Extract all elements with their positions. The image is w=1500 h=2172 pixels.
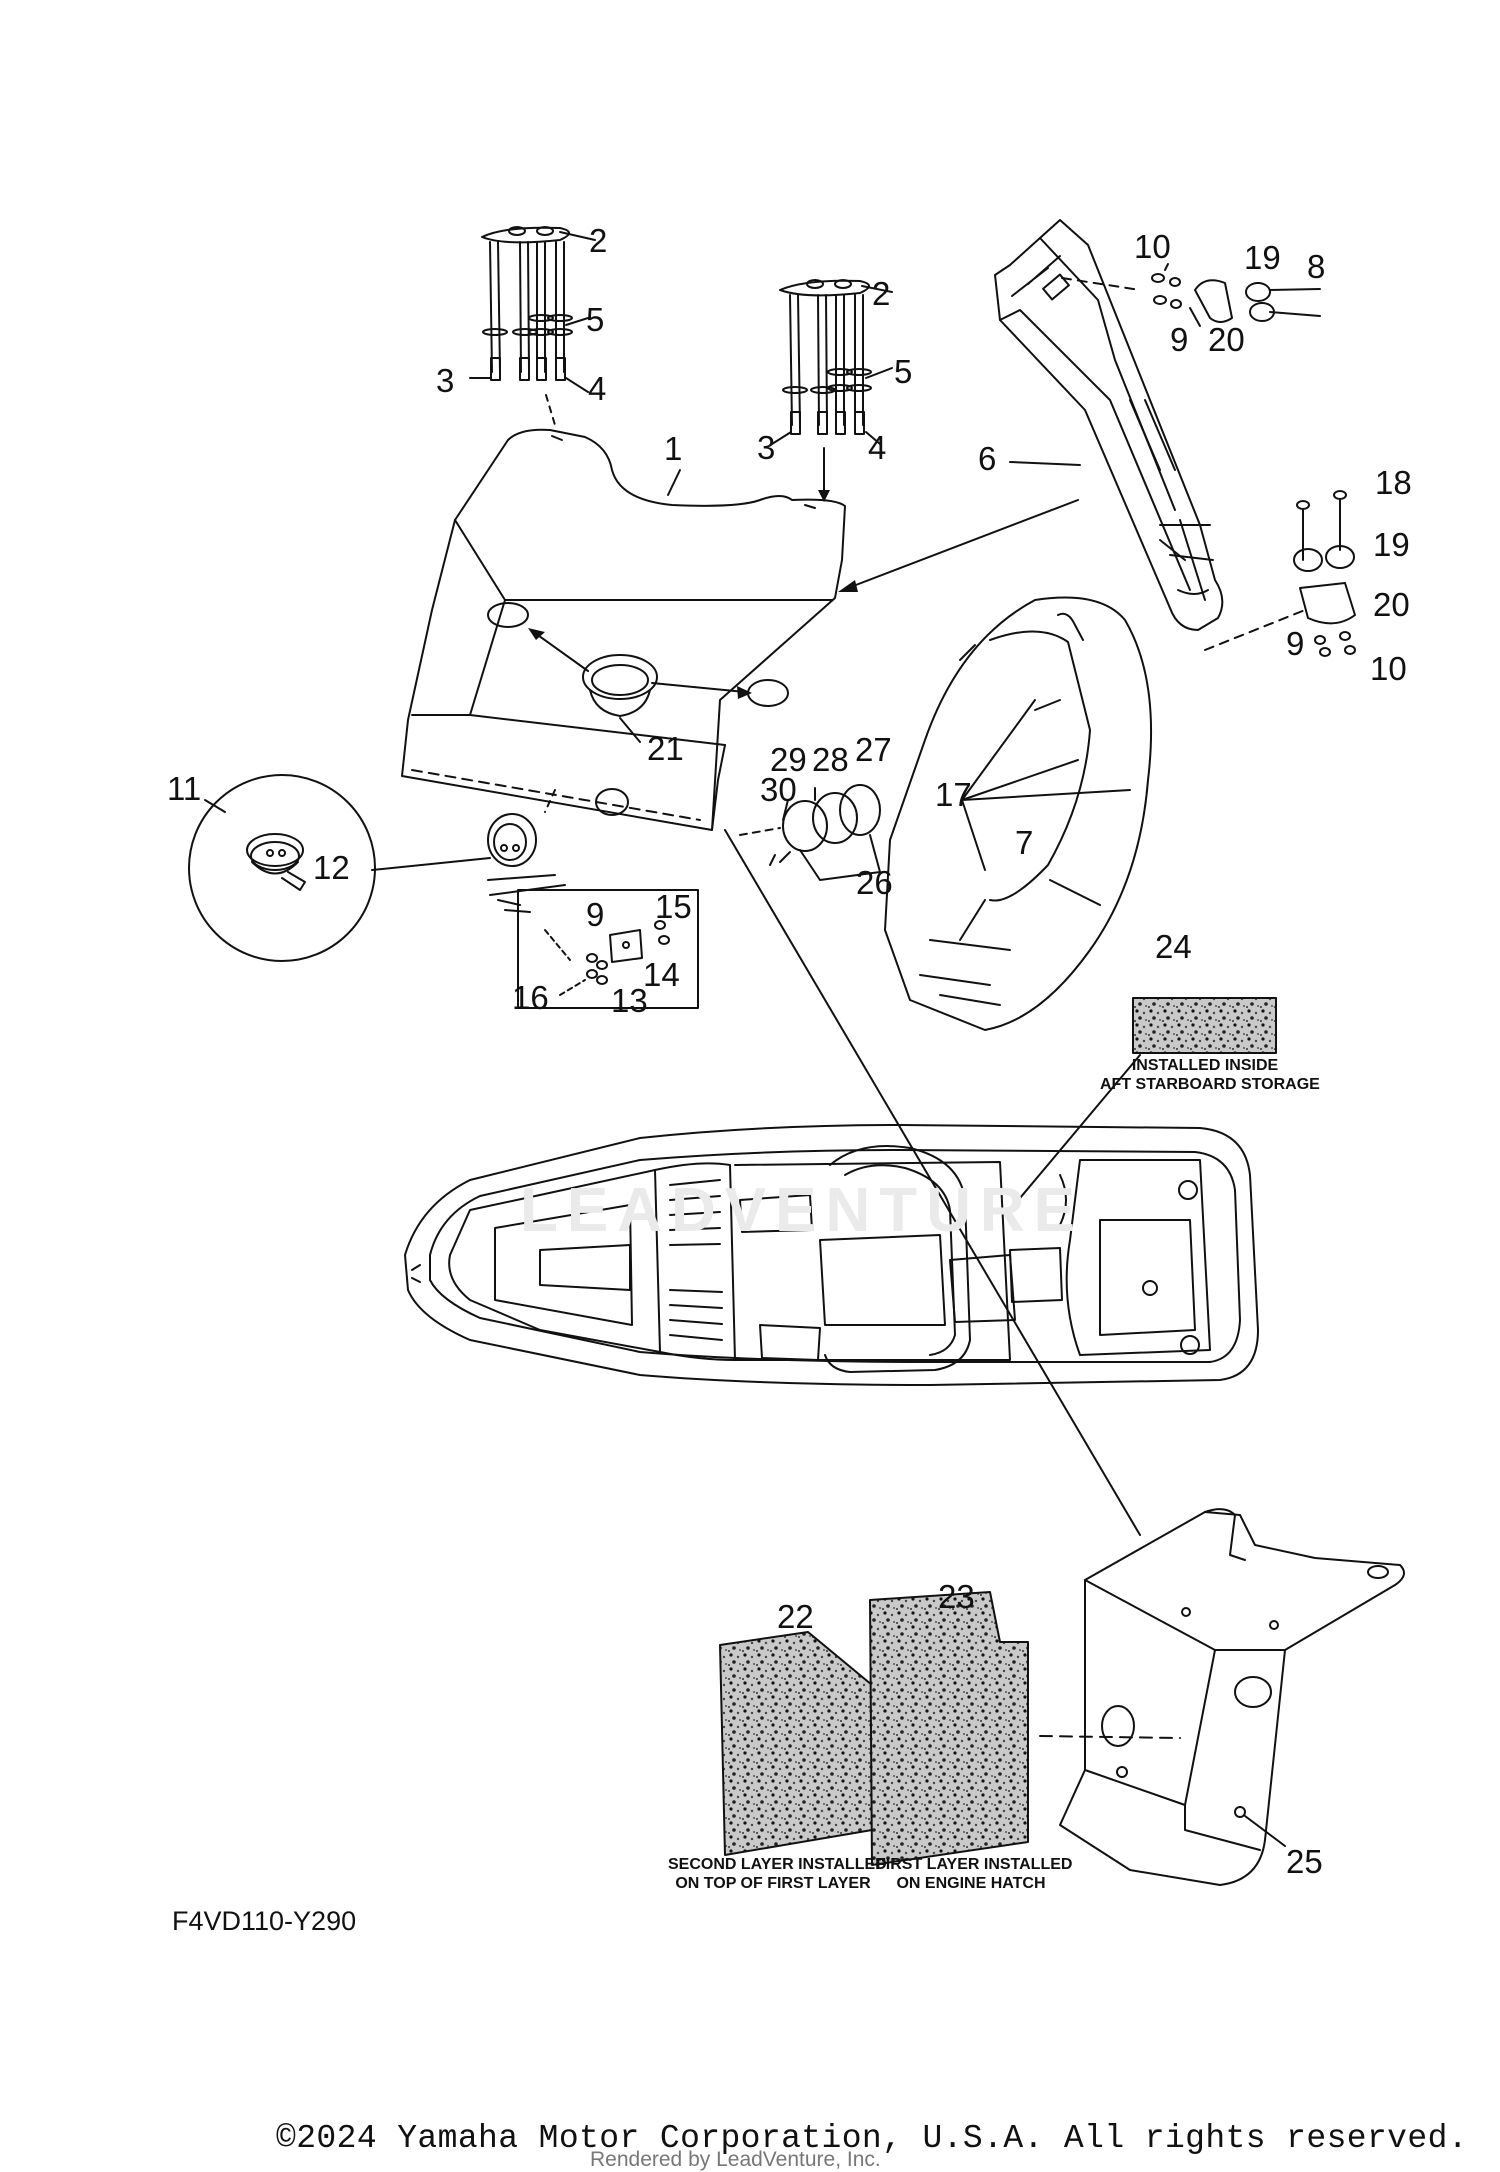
callout-16: 16: [512, 979, 549, 1016]
rail-mount-lower: [1293, 490, 1356, 657]
figure-code: F4VD110-Y290: [172, 1906, 357, 1936]
callout-21: 21: [647, 730, 684, 767]
leader-lines: [667, 461, 1141, 1536]
callout-4: 4: [868, 429, 887, 466]
callout-12: 12: [313, 849, 350, 886]
mat-22-note: SECOND LAYER INSTALLED ON TOP OF FIRST L…: [668, 1855, 887, 1893]
note-line: ON ENGINE HATCH: [896, 1875, 1046, 1892]
leader-24: [1009, 1054, 1141, 1211]
callout-13: 13: [611, 982, 648, 1019]
callout-4: 4: [588, 370, 607, 407]
callout-25: 25: [1286, 1843, 1323, 1880]
callout-15: 15: [655, 888, 692, 925]
callout-10: 10: [1134, 228, 1171, 265]
callout-23: 23: [938, 1578, 975, 1615]
mat-23-note: FIRST LAYER INSTALLED ON ENGINE HATCH: [876, 1855, 1073, 1893]
drain-plug-detail: [188, 774, 491, 962]
callout-30: 30: [760, 771, 797, 808]
mat-24: [1132, 997, 1277, 1054]
callout-14: 14: [643, 956, 680, 993]
callout-20: 20: [1373, 586, 1410, 623]
callout-19: 19: [1244, 239, 1281, 276]
callout-19: 19: [1373, 526, 1410, 563]
callout-8: 8: [1307, 248, 1326, 285]
rendered-by-credit: Rendered by LeadVenture, Inc.: [590, 2148, 881, 2171]
callout-9: 9: [1170, 321, 1189, 358]
callout-3: 3: [436, 362, 455, 399]
callout-27: 27: [855, 731, 892, 768]
note-line: FIRST LAYER INSTALLED: [876, 1856, 1073, 1873]
rail-mount-upper: [1151, 263, 1321, 327]
callout-29: 29: [770, 741, 807, 778]
note-line: AFT STARBOARD STORAGE: [1100, 1076, 1320, 1093]
callout-9: 9: [1286, 625, 1305, 662]
callout-24: 24: [1155, 928, 1192, 965]
callout-1: 1: [664, 430, 683, 467]
callout-17: 17: [935, 776, 972, 813]
cleat-assembly-left: [469, 226, 596, 426]
mat-24-note: INSTALLED INSIDE AFT STARBOARD STORAGE: [1100, 1056, 1320, 1094]
callout-2: 2: [872, 275, 891, 312]
callout-11: 11: [167, 770, 202, 807]
callout-18: 18: [1375, 464, 1412, 501]
note-line: ON TOP OF FIRST LAYER: [675, 1875, 871, 1892]
callout-5: 5: [586, 301, 605, 338]
callout-6: 6: [978, 440, 997, 477]
cleat-assembly-right: [771, 279, 893, 502]
note-line: SECOND LAYER INSTALLED: [668, 1856, 887, 1873]
mat-22: [719, 1631, 873, 1856]
engine-hatch-part: [1039, 1508, 1405, 1886]
callout-22: 22: [777, 1598, 814, 1635]
callout-5: 5: [894, 353, 913, 390]
boat-hull-top-view: [404, 1124, 1259, 1386]
note-line: INSTALLED INSIDE: [1131, 1057, 1279, 1074]
mat-23: [869, 1591, 1029, 1866]
callout-28: 28: [812, 741, 849, 778]
callout-2: 2: [589, 222, 608, 259]
watermark: LEADVENTURE: [520, 1176, 1085, 1245]
grab-rail-part: [994, 219, 1306, 651]
drain-plug-part: [487, 813, 566, 913]
callout-20: 20: [1208, 321, 1245, 358]
callout-26: 26: [856, 864, 893, 901]
callout-3: 3: [757, 429, 776, 466]
callout-9: 9: [586, 896, 605, 933]
cup-holder-part: [528, 628, 752, 743]
backrest-to-part-arrow: [838, 499, 1079, 592]
callout-10: 10: [1370, 650, 1407, 687]
insert-assembly-26-30: [739, 784, 881, 881]
leader-17: [961, 699, 1131, 871]
windshield-frame-part: [884, 596, 1153, 1031]
seat-backrest-part: [401, 428, 846, 831]
copyright-notice: ©2024 Yamaha Motor Corporation, U.S.A. A…: [276, 2120, 1468, 2157]
callout-7: 7: [1015, 824, 1034, 861]
hardware-box-9-16: [517, 889, 699, 1009]
